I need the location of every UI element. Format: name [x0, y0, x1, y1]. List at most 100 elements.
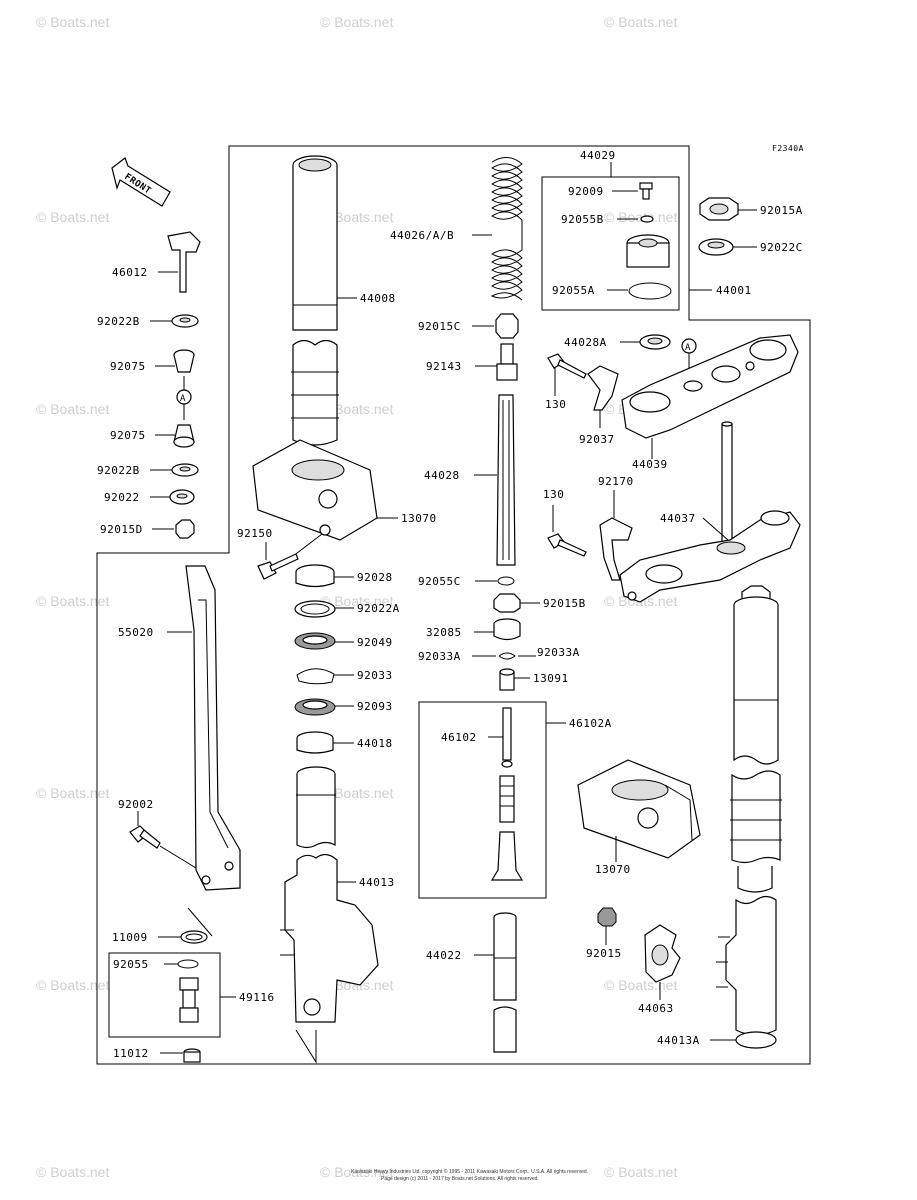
label-92093: 92093 — [357, 700, 393, 713]
label-92002: 92002 — [118, 798, 154, 811]
watermark: © Boats.net — [604, 977, 677, 993]
watermark: © Boats.net — [36, 401, 109, 417]
oring-icon — [177, 959, 199, 969]
label-13091: 13091 — [533, 672, 569, 685]
watermark: © Boats.net — [320, 593, 393, 609]
steering-stem-bolt-icon — [167, 231, 201, 293]
label-44063: 44063 — [638, 1002, 674, 1015]
label-92055A: 92055A — [552, 284, 595, 297]
watermark: © Boats.net — [36, 785, 109, 801]
valve-icon — [179, 977, 199, 1023]
label-92150: 92150 — [237, 527, 273, 540]
diagram-code: F2340A — [772, 144, 804, 153]
label-46102A: 46102A — [569, 717, 612, 730]
label-46102: 46102 — [441, 731, 477, 744]
label-11012: 11012 — [113, 1047, 149, 1060]
label-92009: 92009 — [568, 185, 604, 198]
clamp-holder-icon — [252, 439, 378, 541]
label-92055: 92055 — [113, 958, 149, 971]
valve-group-box — [108, 952, 221, 1038]
label-44022: 44022 — [426, 949, 462, 962]
retaining-ring-icon — [296, 668, 335, 685]
watermark: © Boats.net — [36, 1164, 109, 1180]
label-44001: 44001 — [716, 284, 752, 297]
front-arrow-icon: FRONT — [111, 157, 171, 207]
label-92055B: 92055B — [561, 213, 604, 226]
label-44028: 44028 — [424, 469, 460, 482]
label-92015C: 92015C — [418, 320, 461, 333]
label-92015B: 92015B — [543, 597, 586, 610]
label-92037: 92037 — [579, 433, 615, 446]
oring-icon — [497, 576, 515, 586]
label-92143: 92143 — [426, 360, 462, 373]
label-130-1: 130 — [545, 398, 566, 411]
label-44008: 44008 — [360, 292, 396, 305]
fork-guard-icon — [185, 565, 241, 891]
watermark: © Boats.net — [604, 14, 677, 30]
bracket-icon — [587, 365, 619, 411]
nut-icon — [175, 519, 195, 539]
label-92022A: 92022A — [357, 602, 400, 615]
oring-large-icon — [628, 282, 672, 300]
fork-outer-tube-icon — [291, 155, 339, 446]
screw-92009-icon — [639, 182, 653, 200]
bolt-icon — [547, 353, 587, 379]
fork-inner-tube-icon — [280, 766, 379, 1023]
label-92022B-1: 92022B — [97, 315, 140, 328]
nut-icon — [597, 907, 617, 927]
label-44013A: 44013A — [657, 1034, 700, 1047]
label-92033A-2: 92033A — [537, 646, 580, 659]
cylinder-assembly-icon — [490, 707, 524, 881]
watermark: © Boats.net — [36, 209, 109, 225]
label-49116: 49116 — [239, 991, 275, 1004]
label-92015A: 92015A — [760, 204, 803, 217]
fork-cap-icon — [626, 234, 670, 268]
ref-circle-a-label: A — [685, 343, 691, 353]
copyright-text: Kawasaki Heavy Industries Ltd. copyright… — [351, 1168, 588, 1175]
upper-triple-clamp-icon — [621, 334, 799, 439]
nut-icon — [493, 593, 521, 613]
bolt-icon — [129, 825, 161, 849]
rubber-bushing-icon — [173, 349, 195, 373]
label-55020: 55020 — [118, 626, 154, 639]
cap-icon — [183, 1048, 201, 1063]
bolt-icon — [547, 533, 587, 557]
bracket-icon — [599, 517, 633, 581]
lower-triple-clamp-icon — [619, 421, 801, 603]
label-92033: 92033 — [357, 669, 393, 682]
watermark: © Boats.net — [36, 593, 109, 609]
bushing-icon — [295, 564, 335, 588]
watermark: © Boats.net — [320, 14, 393, 30]
watermark: © Boats.net — [320, 977, 393, 993]
label-92170: 92170 — [598, 475, 634, 488]
watermark: © Boats.net — [320, 785, 393, 801]
label-92075-2: 92075 — [110, 429, 146, 442]
label-92015: 92015 — [586, 947, 622, 960]
label-32085: 32085 — [426, 626, 462, 639]
fork-tube-right-icon — [716, 585, 782, 1049]
label-44013: 44013 — [359, 876, 395, 889]
label-92022B-2: 92022B — [97, 464, 140, 477]
oring-icon — [640, 215, 654, 223]
label-130-2: 130 — [543, 488, 564, 501]
nut-icon — [495, 313, 519, 339]
label-13070-1: 13070 — [401, 512, 437, 525]
watermark: © Boats.net — [36, 977, 109, 993]
label-13070-2: 13070 — [595, 863, 631, 876]
watermark: © Boats.net — [604, 1164, 677, 1180]
dust-seal-icon — [294, 698, 336, 716]
washer-icon — [698, 238, 734, 256]
adjuster-icon — [496, 343, 518, 381]
damper-tube-icon — [493, 912, 517, 1053]
label-44026: 44026/A/B — [390, 229, 454, 242]
label-44039: 44039 — [632, 458, 668, 471]
watermark: © Boats.net — [320, 1164, 393, 1180]
label-44028A: 44028A — [564, 336, 607, 349]
watermark: © Boats.net — [320, 401, 393, 417]
watermark: © Boats.net — [604, 209, 677, 225]
watermark: © Boats.net — [320, 209, 393, 225]
label-92049: 92049 — [357, 636, 393, 649]
label-92028: 92028 — [357, 571, 393, 584]
cap-icon — [639, 334, 671, 350]
